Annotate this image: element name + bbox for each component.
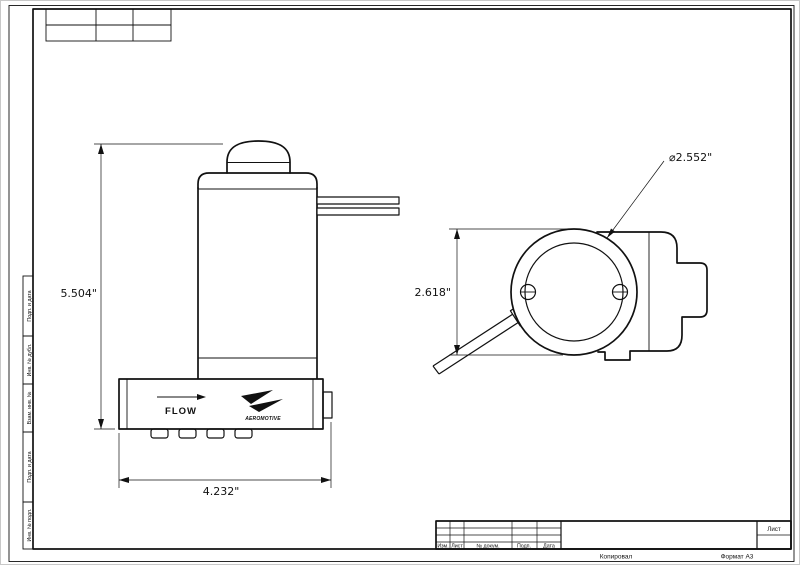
mounting-bracket [596,231,708,361]
tb-label-podp: Подп. [517,544,531,550]
margin-stamp-label: Инв. № дубл. [27,344,33,377]
margin-stamp-label: Инв. № подл. [27,509,33,542]
screw-left [519,283,537,301]
aeromotive-logo-icon: AEROMOTIVE [241,390,283,422]
screw-right [611,283,629,301]
diameter-callout-label: ⌀2.552" [669,151,712,164]
tb-label-data: Дата [543,544,555,550]
diameter-callout: ⌀2.552" [606,151,712,239]
tb-label-docnum: № докум. [476,544,499,550]
frame-footer: Копировал Формат A3 [600,554,754,561]
logo-label: AEROMOTIVE [244,416,281,422]
flow-arrow-icon [197,394,206,400]
tb-label-izm: Изм. [437,544,448,550]
pump-terminal-studs [316,196,400,216]
sheet-border [8,5,795,562]
pump-face-outer-circle [510,228,638,356]
dim-front-height: 5.504" [60,143,223,430]
flow-label: FLOW [165,406,197,417]
dim-front-width: 4.232" [118,422,332,498]
dim-front-width-label: 4.232" [203,485,240,498]
pump-feet [150,428,253,439]
margin-stamp [22,501,34,550]
pump-motor-body [197,172,318,380]
corner-table [45,8,172,42]
dim-side-height-label: 2.618" [414,286,451,299]
flow-marking: FLOW [157,394,206,417]
sheet-frame: Подп. и дата Инв. № дубл. Взам. инв. № П… [8,5,795,562]
margin-stamp-label: Подп. и дата [27,290,33,321]
margin-stamp-label: Взам. инв. № [27,391,33,424]
drawing-frame [32,8,792,550]
pump-dome [226,140,291,174]
front-view: FLOW AEROMOTIVE 5.504" [60,140,400,498]
dim-front-height-label: 5.504" [60,287,97,300]
tb-label-list: Лист [451,544,463,550]
side-view: 2.618" ⌀2.552" [414,151,712,375]
pump-base [118,378,333,430]
tb-sheet-label: Лист [767,526,781,533]
footer-copy-label: Копировал [600,554,633,561]
title-block: Изм. Лист № докум. Подп. Дата Лист [435,520,792,550]
dim-side-height: 2.618" [414,228,567,356]
margin-stamp-label: Подп. и дата [27,451,33,482]
footer-format-label: Формат A3 [721,554,754,561]
margin-stamp-column: Подп. и дата Инв. № дубл. Взам. инв. № П… [22,275,34,550]
